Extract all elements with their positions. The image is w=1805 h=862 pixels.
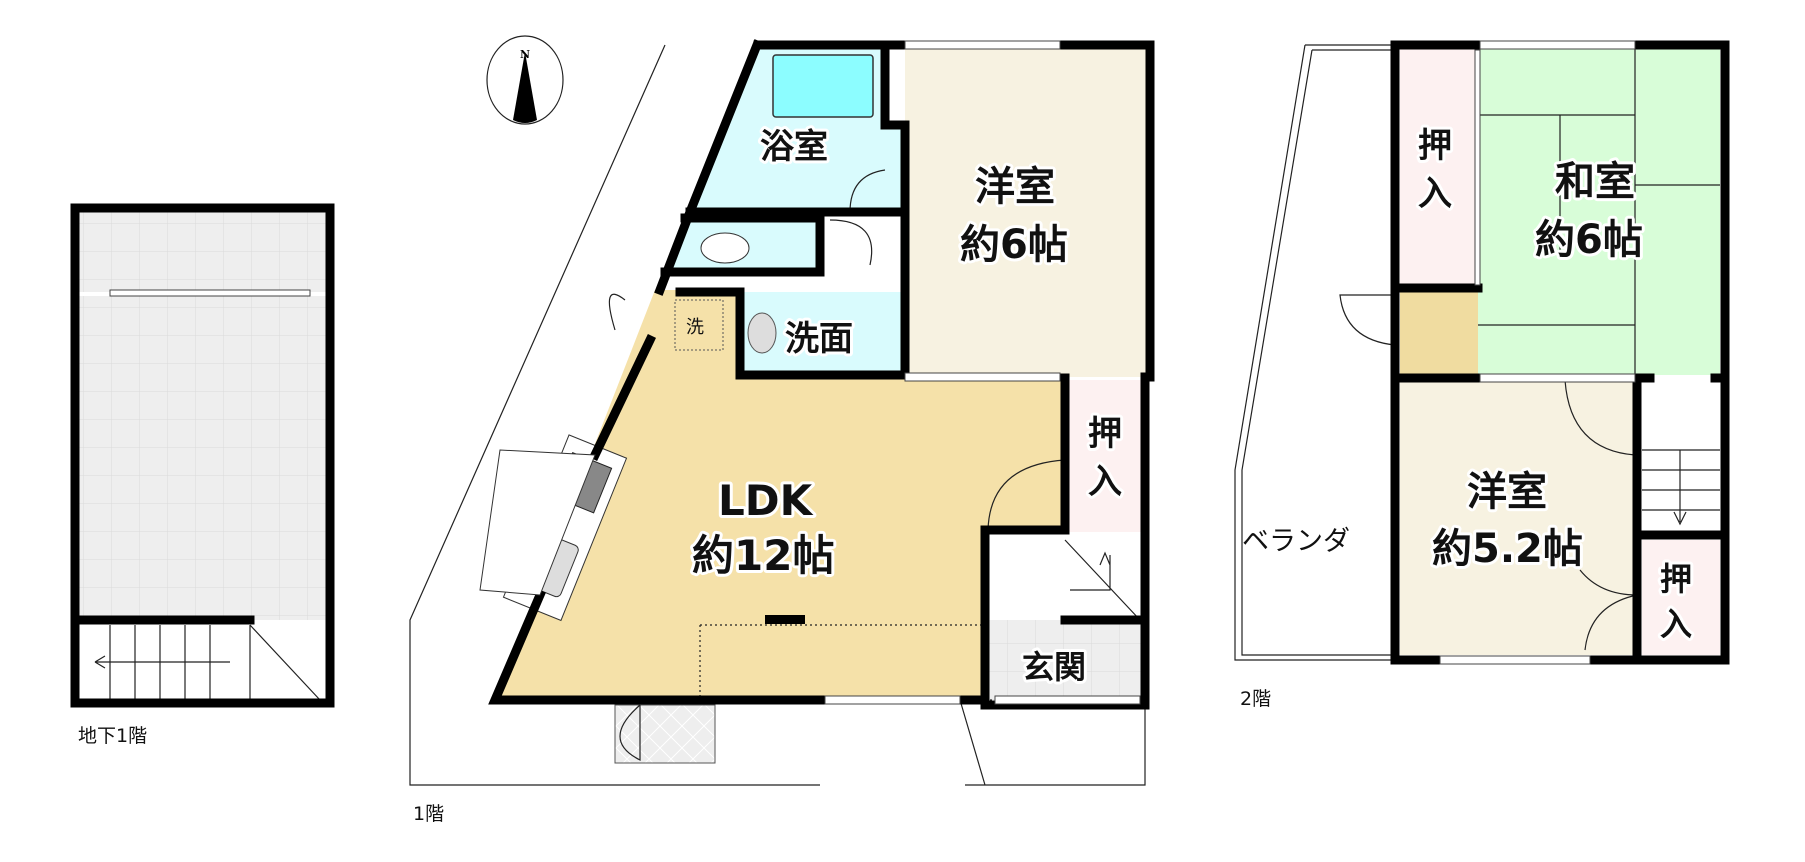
ldk-size: 約12帖 [692,531,834,580]
back-door-step [614,704,716,764]
closet-2f-left [1400,48,1475,285]
pillar [765,615,805,624]
stairs-arrow-icon [94,655,230,669]
closet-2f-left-label-1: 押 [1418,126,1452,166]
closet-2f-right-label-2: 入 [1660,605,1692,643]
stairs-2f [1642,380,1720,532]
kitchen-window-bay [479,449,596,596]
site-boundary [409,44,1146,786]
japanese-room [1478,48,1720,375]
side-door[interactable] [608,293,626,331]
bath-door[interactable] [849,169,886,213]
bath-label: 浴室 [760,127,828,167]
second-floor-walls [1390,40,1730,665]
compass-icon: N [486,35,564,125]
western-room-6 [905,45,1150,377]
basement-walls [70,203,335,708]
western-room-5-label: 洋室 [1467,469,1547,515]
basement-upper-area [75,208,330,292]
entrance-floor [988,620,1145,700]
second-floor-plan: 押 入 和室 約6帖 洋室 約5.2帖 押 入 ベランダ 2階 [1234,40,1730,710]
closet-label-2: 入 [1088,462,1122,502]
closet-2f-right-label-1: 押 [1660,560,1692,598]
basement-plan: 地下1階 [70,203,335,747]
windows-1f [824,40,1141,705]
windows-2f [1439,40,1636,665]
veranda-outline [1234,44,1395,661]
bathtub-icon [772,54,874,118]
western-room-door[interactable] [1564,379,1636,456]
laundry-space [674,299,724,351]
basement-floor-label: 地下1階 [78,725,147,747]
western-room-5-size: 約5.2帖 [1432,526,1583,572]
stairs-1f [988,535,1145,621]
japanese-room-size: 約6帖 [1535,217,1643,263]
hall-2f [1400,290,1478,375]
closet-label-1: 押 [1088,414,1122,454]
washroom-label: 洗面 [785,319,853,359]
ldk-door[interactable] [987,459,1066,531]
western-room-label: 洋室 [975,164,1055,210]
back-door[interactable] [619,704,641,761]
western-room-size: 約6帖 [960,222,1068,268]
ldk [495,290,1065,700]
sink-icon [747,312,777,354]
veranda-label: ベランダ [1242,526,1350,557]
first-floor-plan: N [409,35,1155,825]
closet-1f [1068,380,1145,532]
closet-2f-right [1642,540,1720,655]
closet-2f-left-label-2: 入 [1418,174,1452,214]
ldk-label: LDK [718,476,814,525]
toilet-door[interactable] [829,219,873,266]
svg-text:N: N [520,48,530,61]
basement-stairs [80,622,325,701]
western-room-5 [1400,380,1635,655]
japanese-room-label: 和室 [1555,159,1635,205]
basement-window [109,289,311,297]
veranda-door[interactable] [1339,294,1396,346]
second-floor-label: 2階 [1240,688,1271,710]
basement-main-area [75,296,330,620]
tatami-lines [1478,48,1720,375]
first-floor-label: 1階 [413,803,444,825]
laundry-label: 洗 [686,317,704,338]
toilet-icon [700,232,750,264]
entrance-label: 玄関 [1022,648,1086,686]
